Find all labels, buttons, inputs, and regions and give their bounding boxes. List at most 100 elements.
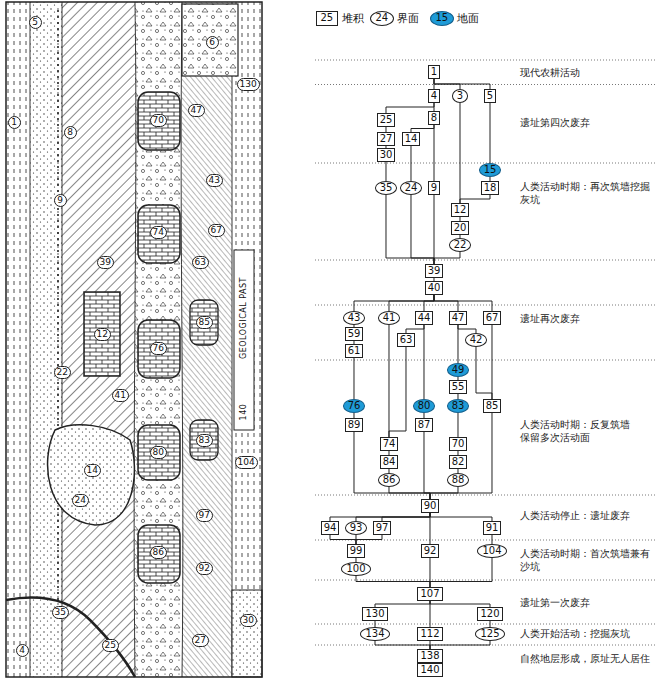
stratigraphic-link: [356, 513, 430, 521]
callout-number: 63: [192, 256, 209, 269]
interface-ellipse: 43: [343, 311, 366, 325]
node-number: 1: [431, 67, 437, 77]
node-number: 93: [350, 523, 363, 533]
stratigraphic-link: [375, 641, 430, 649]
stratigraphic-link: [430, 413, 492, 499]
soil-layer: [232, 590, 262, 677]
node-number: 140: [420, 665, 439, 675]
soil-layer: [232, 2, 262, 677]
node-number: 80: [418, 401, 431, 411]
legend-text: 堆积: [342, 13, 364, 24]
deposit-box: 4: [428, 89, 440, 103]
callout-number: 6: [206, 36, 219, 49]
soil-layer: [62, 2, 135, 677]
deposit-box: 63: [397, 333, 416, 347]
deposit-box: 74: [380, 437, 399, 451]
interface-ellipse: 24: [400, 181, 423, 195]
geology-label: GEOLOGICAL PAST: [240, 277, 248, 359]
deposit-box: 85: [483, 399, 502, 413]
deposit-box: 8: [428, 111, 440, 125]
callout-number: 39: [97, 256, 114, 269]
stratigraphic-link: [460, 195, 490, 203]
node-number: 94: [324, 523, 337, 533]
surface-ellipse: 76: [343, 399, 366, 413]
callout-number: 67: [208, 224, 225, 237]
deposit-box: 140: [417, 663, 442, 677]
node-number: 42: [470, 335, 483, 345]
node-number: 125: [480, 629, 499, 639]
deposit-box: 59: [345, 327, 364, 341]
callout-number: 41: [112, 389, 129, 402]
deposit-box: 55: [449, 380, 468, 394]
deposit-box: 27: [377, 132, 396, 146]
node-number: 99: [350, 546, 363, 556]
node-number: 67: [486, 313, 499, 323]
stratigraphic-link: [490, 103, 491, 163]
node-number: 9: [431, 183, 437, 193]
deposit-box: 61: [345, 344, 364, 358]
callout-number: 76: [150, 342, 167, 355]
node-number: 87: [418, 420, 431, 430]
soil-layer: [30, 2, 62, 677]
layer-boundary: [30, 2, 232, 677]
node-number: 83: [452, 401, 465, 411]
deposit-box: 70: [449, 437, 468, 451]
node-number: 120: [480, 609, 499, 619]
node-number: 100: [346, 564, 365, 574]
period-label: 人类活动停止：遗址废弃: [520, 509, 656, 522]
node-number: 138: [420, 651, 439, 661]
node-number: 47: [452, 313, 465, 323]
node-number: 85: [486, 401, 499, 411]
node-number: 40: [428, 283, 441, 293]
rubble-block: [182, 4, 238, 76]
deposit-box: 20: [451, 221, 470, 235]
node-number: 86: [383, 475, 396, 485]
wall-blocks: [138, 92, 218, 583]
node-number: 39: [428, 266, 441, 276]
deposit-box: 18: [481, 181, 500, 195]
stratigraphic-link: [382, 513, 430, 521]
node-number: 14: [405, 134, 418, 144]
deposit-box: 130: [362, 607, 387, 621]
deposit-box: 30: [377, 148, 396, 162]
legend-sample-number: 15: [436, 13, 449, 23]
stratigraphic-link: [356, 576, 430, 587]
period-label: 人类活动时期：反复筑墙 保留多次活动面: [520, 418, 634, 444]
deposit-box: 89: [345, 418, 364, 432]
surface-ellipse: 49: [447, 363, 470, 377]
callout-number: 1: [8, 116, 21, 129]
node-number: 44: [418, 313, 431, 323]
stratigraphic-link: [356, 535, 382, 544]
node-number: 4: [431, 91, 437, 101]
geology-box: [234, 250, 254, 430]
deposit-box: 92: [421, 544, 440, 558]
period-label: 自然地层形成，原址无人居住: [520, 652, 656, 665]
soil-layer: [232, 590, 262, 677]
rubble-layer: [135, 2, 182, 677]
period-label: 遗址再次废弃: [520, 312, 656, 325]
period-label: 遗址第四次废弃: [520, 116, 656, 129]
callout-number: 70: [150, 114, 167, 127]
wall-block: [84, 292, 120, 376]
interface-ellipse: 3: [452, 89, 468, 103]
legend-sample-number: 24: [376, 13, 389, 23]
interface-ellipse: 93: [345, 521, 368, 535]
callout-number: 43: [206, 174, 223, 187]
stratigraphic-link: [458, 325, 476, 333]
node-number: 74: [383, 439, 396, 449]
deposit-box: 120: [477, 607, 502, 621]
stratigraphic-link: [330, 513, 430, 521]
stratigraphic-link: [457, 413, 458, 437]
node-number: 27: [380, 134, 393, 144]
layer-boundary: [57, 10, 59, 600]
callout-number: 22: [54, 366, 71, 379]
stratigraphic-link: [386, 195, 434, 264]
deposit-box: 90: [421, 499, 440, 513]
node-number: 12: [454, 205, 467, 215]
stratigraphic-link: [430, 641, 490, 649]
node-number: 63: [400, 335, 413, 345]
stratigraphic-link: [434, 252, 460, 264]
callout-number: 83: [196, 434, 213, 447]
stratigraphic-link: [411, 125, 434, 132]
interface-ellipse: 104: [477, 544, 506, 558]
